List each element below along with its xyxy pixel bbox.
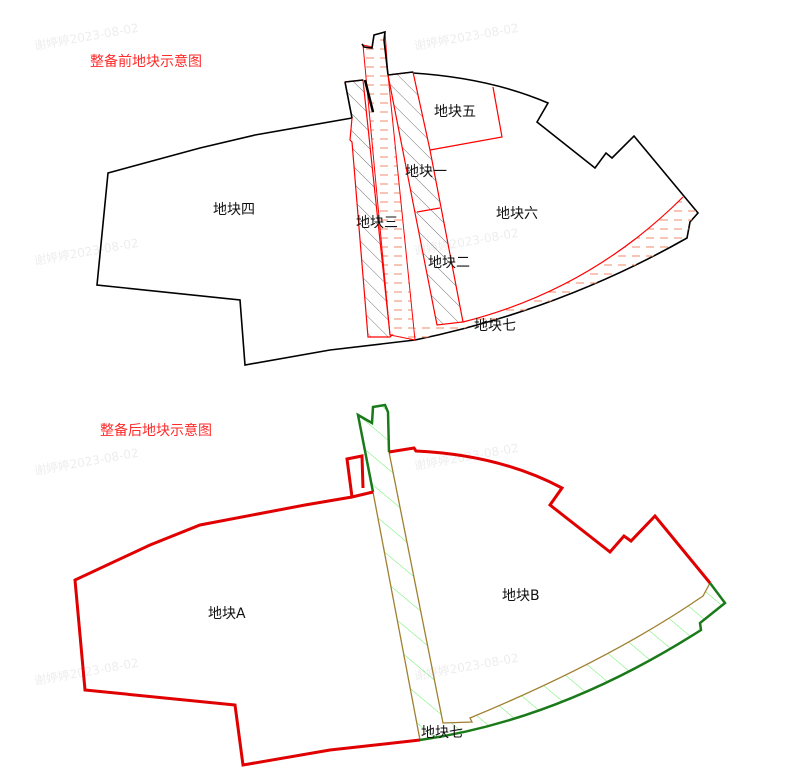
parcel-7-area xyxy=(414,197,698,340)
watermark: 谢婷婷2023-08-02 xyxy=(33,20,140,53)
watermark: 谢婷婷2023-08-02 xyxy=(33,445,140,478)
before-title: 整备前地块示意图 xyxy=(90,53,202,70)
watermark: 谢婷婷2023-08-02 xyxy=(33,655,140,688)
parcel-b-inner-line xyxy=(388,451,711,724)
label-parcel-6: 地块六 xyxy=(496,206,538,222)
label-parcel-3: 地块三 xyxy=(356,215,398,231)
parcel-7-green-boundary xyxy=(356,403,391,493)
label-parcel-1: 地块一 xyxy=(405,164,447,180)
label-parcel-b: 地块B xyxy=(502,588,540,604)
parcel-5-boundary xyxy=(429,86,503,151)
parcel-3-area xyxy=(344,79,394,338)
parcel-1-2-divider xyxy=(416,207,441,213)
parcel-1-top xyxy=(387,71,414,76)
parcel-b-boundary xyxy=(388,446,712,584)
parcel-3-top xyxy=(344,79,364,119)
strip-top-boundary xyxy=(361,30,389,76)
strip-left-line xyxy=(372,491,421,741)
parcel-a-boundary xyxy=(73,454,421,767)
parcel-7-green-boundary-right xyxy=(419,582,727,742)
watermark: 谢婷婷2023-08-02 xyxy=(33,235,140,268)
label-parcel-7: 地块七 xyxy=(474,318,516,334)
parcel-4-boundary xyxy=(96,117,416,366)
label-parcel-4: 地块四 xyxy=(213,202,255,218)
after-title: 整备后地块示意图 xyxy=(100,422,212,439)
strip-dark-segment xyxy=(363,79,375,113)
label-parcel-2: 地块二 xyxy=(428,255,470,271)
parcel-7-inner-line xyxy=(462,196,684,323)
label-parcel-7-after: 地块七 xyxy=(421,725,463,741)
parcel-7-strip-area xyxy=(358,405,725,740)
label-parcel-5: 地块五 xyxy=(434,104,476,120)
watermark: 谢婷婷2023-08-02 xyxy=(413,20,520,53)
label-parcel-a: 地块A xyxy=(208,606,246,622)
